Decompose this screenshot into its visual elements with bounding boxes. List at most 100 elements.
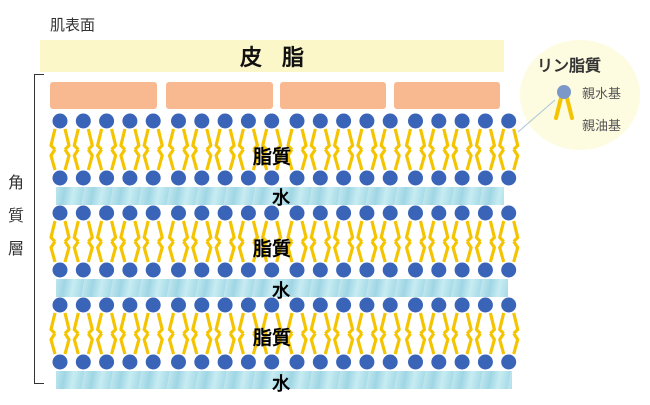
lipid-tail bbox=[261, 312, 269, 335]
lipid-head-top bbox=[171, 113, 186, 129]
lipid-tail bbox=[142, 220, 150, 243]
lipid-head-top bbox=[52, 205, 68, 221]
lipid-tail bbox=[451, 332, 459, 355]
lipid-head-bottom bbox=[312, 354, 328, 370]
lipid-head-top bbox=[359, 297, 375, 313]
lipid-tail bbox=[370, 240, 378, 263]
lipid-tail bbox=[251, 148, 259, 171]
lipid-tail bbox=[465, 312, 473, 335]
lipid-tail bbox=[214, 332, 222, 355]
lipid-tail bbox=[512, 128, 520, 151]
lipid-head-bottom bbox=[217, 262, 233, 278]
legend-hydrophilic-label: 親水基 bbox=[582, 87, 622, 102]
lipid-tail bbox=[442, 240, 450, 263]
lipid-head-bottom bbox=[477, 354, 493, 370]
lipid-tail bbox=[323, 128, 331, 151]
lipid-tail bbox=[275, 220, 283, 243]
lipid-head-bottom bbox=[312, 170, 328, 186]
lipid-tail bbox=[379, 240, 387, 263]
lipid-tail bbox=[133, 148, 141, 171]
lipid-tail bbox=[370, 148, 378, 171]
lipid-head-top bbox=[408, 205, 423, 221]
lipid-head-bottom bbox=[382, 170, 398, 186]
lipid-head-top bbox=[477, 297, 493, 313]
lipid-head-top bbox=[264, 113, 280, 129]
lipid-tail bbox=[309, 240, 317, 263]
lipid-tail bbox=[110, 220, 118, 243]
lipid-head-top bbox=[382, 113, 398, 129]
lipid-head-top bbox=[217, 205, 233, 221]
lipid-tail bbox=[63, 128, 71, 151]
lipid-tail bbox=[191, 128, 199, 151]
lipid-head-top bbox=[408, 297, 423, 313]
lipid-tail bbox=[49, 312, 57, 335]
lipid-head-top bbox=[431, 297, 447, 313]
lipid-tail bbox=[323, 312, 331, 335]
lipid-head-bottom bbox=[408, 170, 423, 186]
lipid-tail bbox=[465, 332, 473, 355]
lipid-head-top bbox=[145, 297, 161, 313]
lipid-head-top bbox=[194, 205, 210, 221]
lipid-head-bottom bbox=[145, 262, 161, 278]
lipid-tail bbox=[418, 312, 427, 335]
lipid-head-top bbox=[75, 113, 91, 129]
lipid-tail bbox=[95, 148, 104, 171]
lipid-tail bbox=[72, 312, 80, 335]
lipid-tail bbox=[275, 128, 283, 151]
lipid-tail bbox=[251, 128, 259, 151]
lipid-head-top bbox=[264, 297, 280, 313]
lipid-tail bbox=[300, 332, 308, 355]
lipid-tail bbox=[286, 220, 294, 243]
lipid-head-bottom bbox=[194, 170, 210, 186]
lipid-tail bbox=[428, 240, 436, 263]
lipid-head-top bbox=[75, 297, 91, 313]
lipid-head-top bbox=[477, 205, 493, 221]
lipid-head-top bbox=[454, 205, 470, 221]
lipid-tail bbox=[156, 332, 164, 355]
lipid-tail bbox=[86, 220, 94, 243]
lipid-tail bbox=[498, 220, 506, 243]
lipid-head-bottom bbox=[75, 170, 91, 186]
lipid-tail bbox=[119, 220, 127, 243]
lipid-tail bbox=[275, 312, 283, 335]
lipid-tail bbox=[333, 332, 341, 355]
stratum-char-1: 角 bbox=[7, 173, 24, 192]
lipid-head-top bbox=[122, 205, 138, 221]
lipid-tail bbox=[49, 128, 57, 151]
lipid-tail bbox=[333, 128, 341, 151]
lipid-tail bbox=[191, 220, 199, 243]
lipid-tail bbox=[214, 312, 222, 335]
lipid-head-bottom bbox=[264, 170, 280, 186]
lipid-head-bottom bbox=[359, 354, 375, 370]
lipid-tail bbox=[404, 128, 413, 151]
lipid-head-bottom bbox=[264, 354, 280, 370]
lipid-tail bbox=[465, 220, 473, 243]
lipid-tail bbox=[300, 220, 308, 243]
lipid-head-bottom bbox=[194, 262, 210, 278]
lipid-tail bbox=[156, 148, 164, 171]
lipid-tail bbox=[498, 240, 506, 263]
lipid-head-top bbox=[312, 205, 328, 221]
lipid-head-bottom bbox=[194, 354, 210, 370]
lipid-head-bottom bbox=[359, 170, 375, 186]
lipid-tail bbox=[72, 240, 80, 263]
lipid-head-top bbox=[312, 113, 328, 129]
lipid-head-top bbox=[52, 297, 68, 313]
lipid-tail bbox=[333, 220, 341, 243]
lipid-tail bbox=[370, 128, 378, 151]
lipid-tail bbox=[379, 220, 387, 243]
lipid-head-bottom bbox=[312, 262, 328, 278]
lipid-head-top bbox=[240, 205, 256, 221]
lipid-head-bottom bbox=[289, 262, 305, 278]
water-label-1: 水 bbox=[272, 188, 290, 209]
lipid-tail bbox=[95, 332, 104, 355]
lipid-head-top bbox=[240, 113, 256, 129]
lipid-head-top bbox=[336, 297, 352, 313]
lipid-tail bbox=[95, 128, 104, 151]
lipid-tail bbox=[119, 240, 127, 263]
lipid-tail bbox=[428, 148, 436, 171]
sebum-layer: 皮脂 bbox=[40, 40, 504, 72]
lipid-head-top bbox=[408, 113, 423, 129]
lipid-tail bbox=[356, 128, 364, 151]
